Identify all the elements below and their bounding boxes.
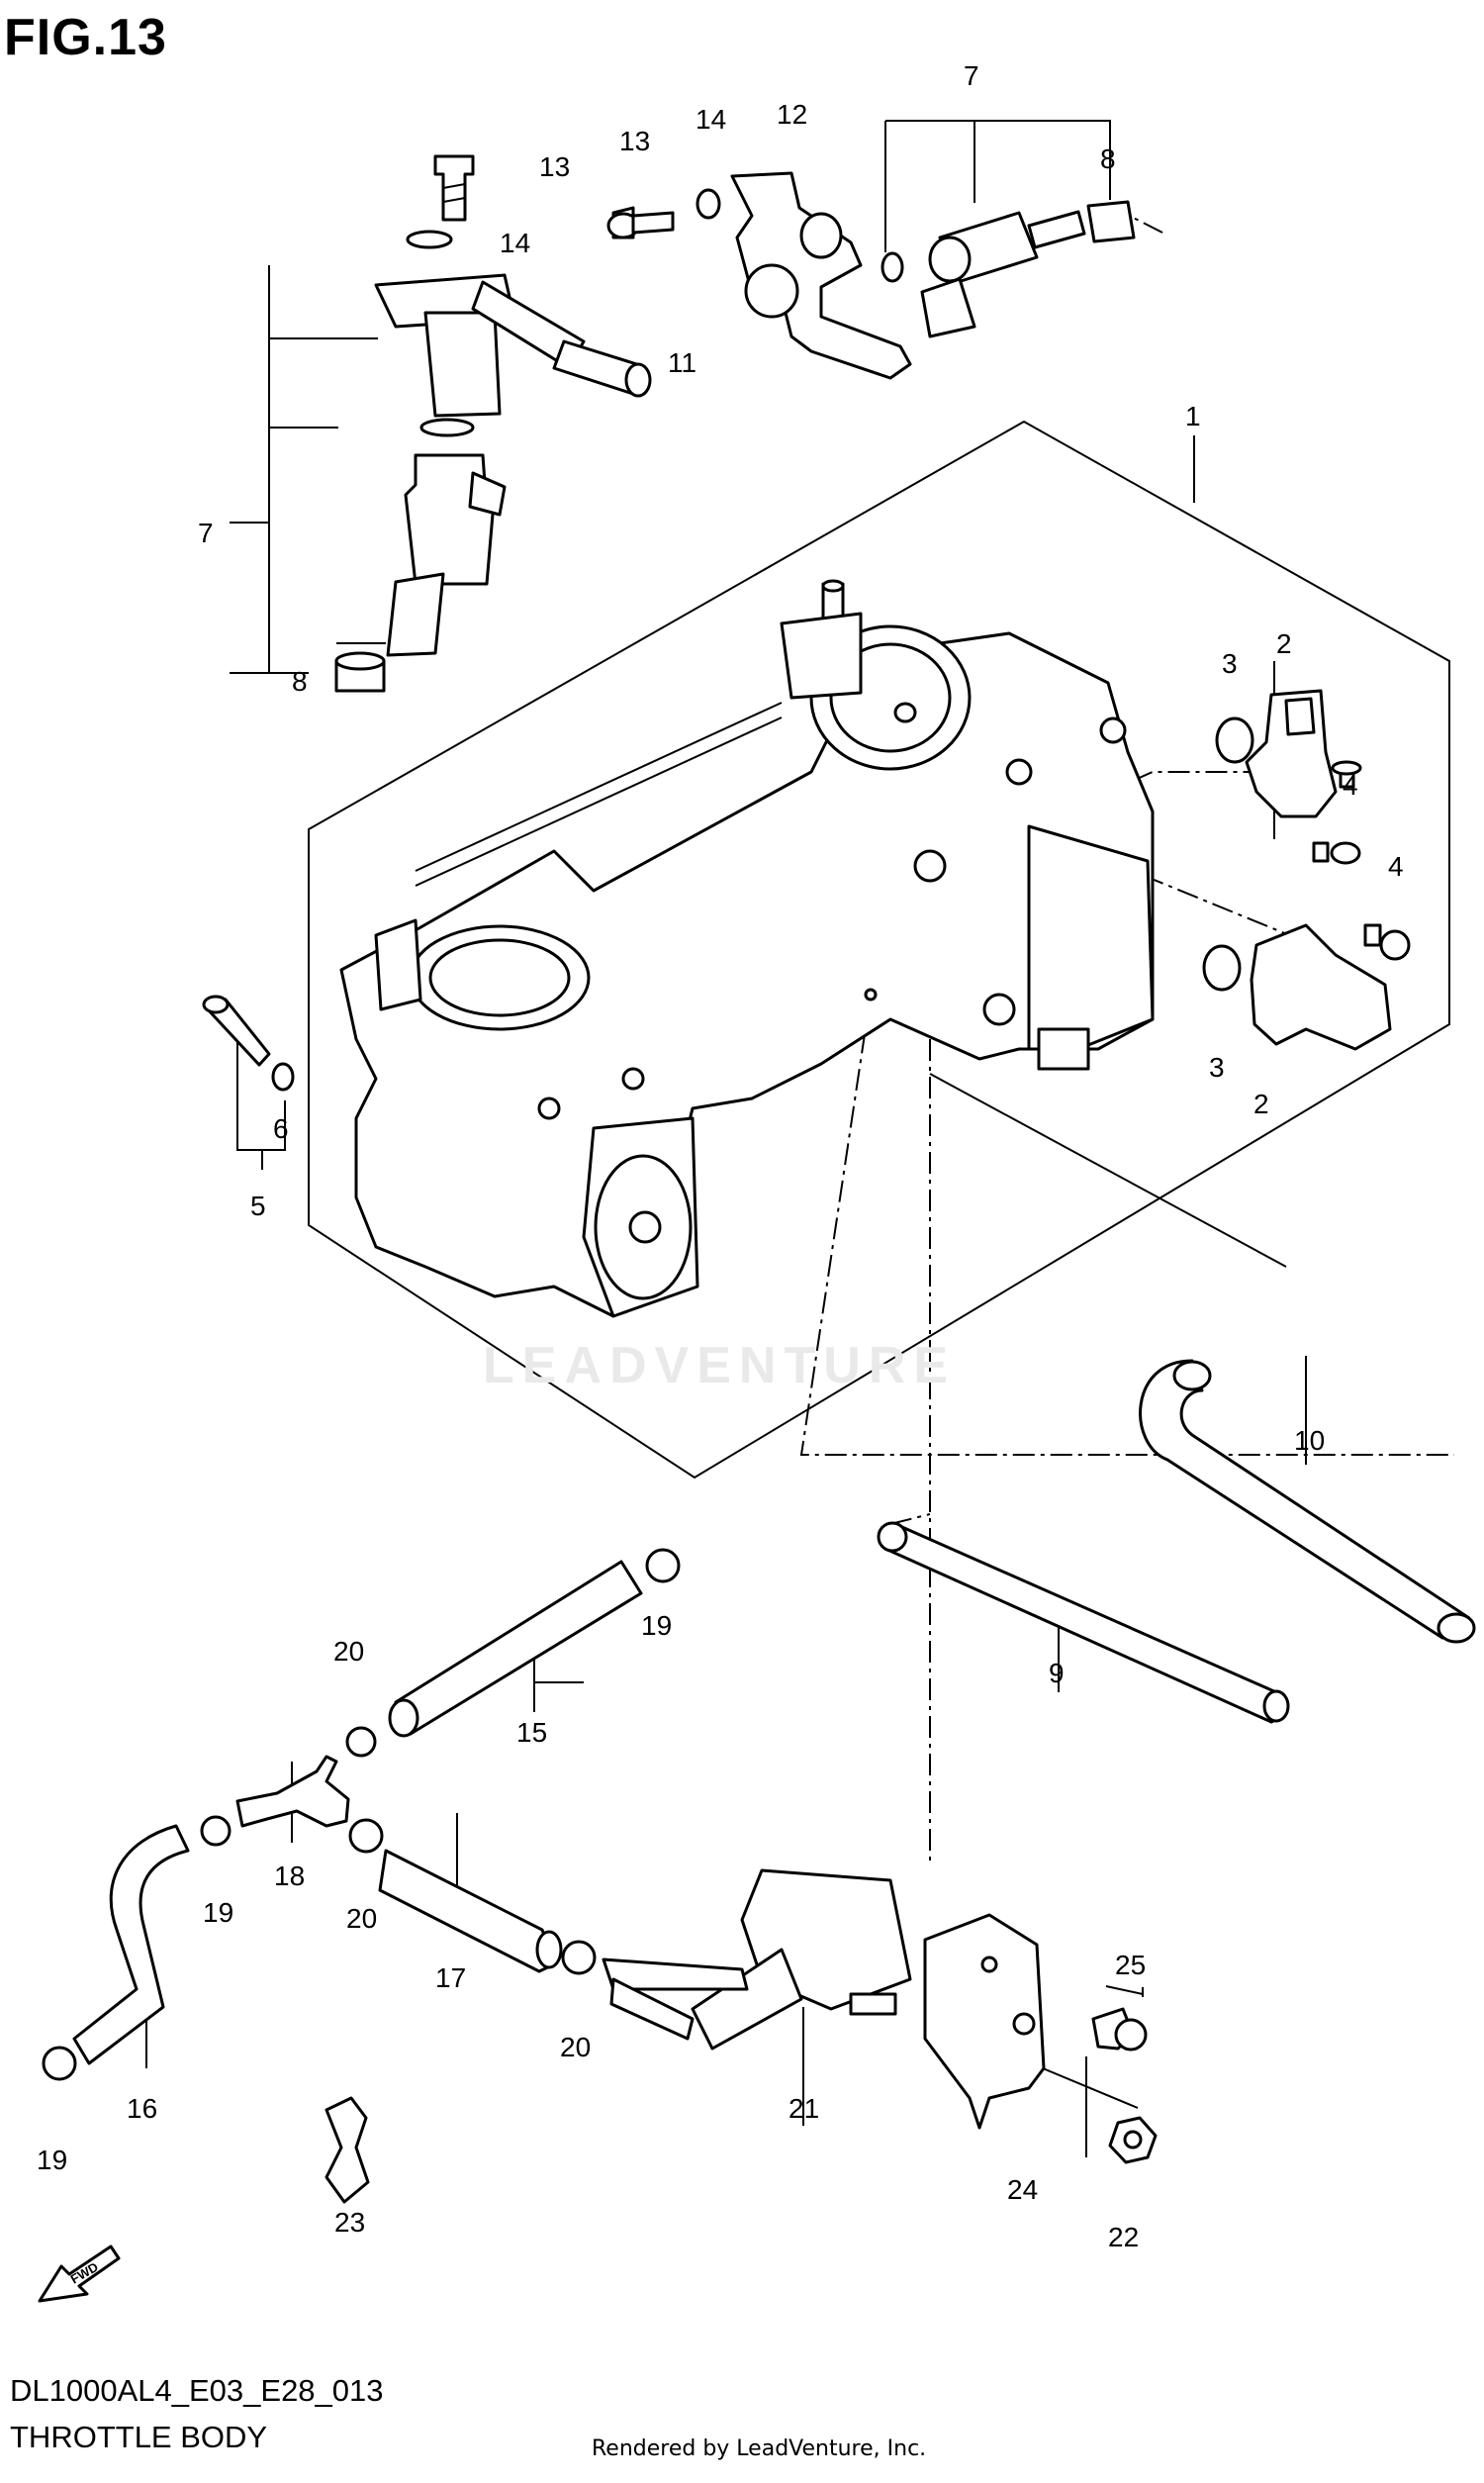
leader-lines bbox=[145, 120, 1307, 2157]
hose-15 bbox=[394, 1560, 643, 1736]
callout-labels: 13 14 11 7 8 13 14 12 7 8 1 3 2 4 4 3 2 … bbox=[37, 60, 1404, 2252]
callout-4-a[interactable]: 4 bbox=[1343, 770, 1358, 801]
callout-21[interactable]: 21 bbox=[788, 2093, 819, 2124]
callout-3-b[interactable]: 3 bbox=[1209, 1052, 1225, 1083]
callout-20-b[interactable]: 20 bbox=[346, 1903, 377, 1934]
callout-1[interactable]: 1 bbox=[1185, 401, 1201, 431]
hose-10 bbox=[1139, 1359, 1471, 1640]
callout-18[interactable]: 18 bbox=[274, 1861, 305, 1891]
callout-20-c[interactable]: 20 bbox=[560, 2032, 591, 2062]
callout-5[interactable]: 5 bbox=[250, 1191, 266, 1221]
callout-13-b[interactable]: 13 bbox=[619, 126, 650, 156]
callout-8-b[interactable]: 8 bbox=[1100, 143, 1116, 174]
callout-7-a[interactable]: 7 bbox=[198, 518, 214, 548]
callout-9[interactable]: 9 bbox=[1049, 1658, 1065, 1688]
fwd-arrow-icon: FWD bbox=[38, 2244, 121, 2303]
callout-8-a[interactable]: 8 bbox=[292, 666, 308, 697]
valve-21 bbox=[602, 1868, 912, 2051]
injector-assembly-left bbox=[334, 154, 652, 693]
callout-3-a[interactable]: 3 bbox=[1222, 648, 1238, 679]
callout-4-b[interactable]: 4 bbox=[1388, 851, 1404, 882]
callout-25[interactable]: 25 bbox=[1115, 1950, 1146, 1980]
callout-23[interactable]: 23 bbox=[334, 2207, 365, 2238]
callout-14-b[interactable]: 14 bbox=[696, 104, 726, 135]
callout-17[interactable]: 17 bbox=[435, 1962, 466, 1993]
callout-13-a[interactable]: 13 bbox=[539, 151, 570, 182]
bracket-24 bbox=[923, 1913, 1046, 2130]
callout-16[interactable]: 16 bbox=[127, 2093, 157, 2124]
callout-7-b[interactable]: 7 bbox=[964, 60, 979, 91]
callout-14-a[interactable]: 14 bbox=[500, 228, 530, 258]
figure-title: FIG.13 bbox=[4, 9, 167, 66]
assembly-box bbox=[308, 420, 1450, 1480]
callout-6[interactable]: 6 bbox=[273, 1113, 289, 1144]
hose-16 bbox=[72, 1824, 190, 2065]
callout-19-c[interactable]: 19 bbox=[37, 2145, 67, 2175]
rendered-by-credit: Rendered by LeadVenture, Inc. bbox=[592, 2436, 927, 2461]
callout-10[interactable]: 10 bbox=[1294, 1425, 1325, 1456]
joint-18 bbox=[235, 1755, 350, 1828]
callout-22[interactable]: 22 bbox=[1108, 2222, 1139, 2252]
sensor-parts bbox=[1202, 689, 1411, 1051]
callout-11[interactable]: 11 bbox=[668, 347, 696, 378]
callout-2-b[interactable]: 2 bbox=[1253, 1089, 1269, 1119]
hose-clips bbox=[42, 1548, 681, 2081]
callout-12[interactable]: 12 bbox=[777, 99, 807, 130]
callout-20-a[interactable]: 20 bbox=[333, 1636, 364, 1667]
watermark: LEADVENTURE bbox=[483, 1337, 957, 1394]
fuel-rail-right bbox=[606, 171, 1136, 380]
clip-23 bbox=[325, 2096, 370, 2204]
throttle-body-assembly bbox=[339, 579, 1155, 1318]
hose-17 bbox=[378, 1849, 558, 1973]
callout-19-b[interactable]: 19 bbox=[203, 1897, 233, 1928]
hose-9 bbox=[883, 1522, 1288, 1724]
diagram-code: DL1000AL4_E03_E28_013 bbox=[10, 2373, 384, 2408]
callout-15[interactable]: 15 bbox=[516, 1717, 547, 1748]
callout-19-a[interactable]: 19 bbox=[641, 1610, 672, 1641]
diagram-name: THROTTLE BODY bbox=[10, 2420, 268, 2454]
callout-2-a[interactable]: 2 bbox=[1276, 628, 1292, 659]
screw-5 bbox=[202, 995, 295, 1092]
callout-24[interactable]: 24 bbox=[1007, 2174, 1038, 2205]
